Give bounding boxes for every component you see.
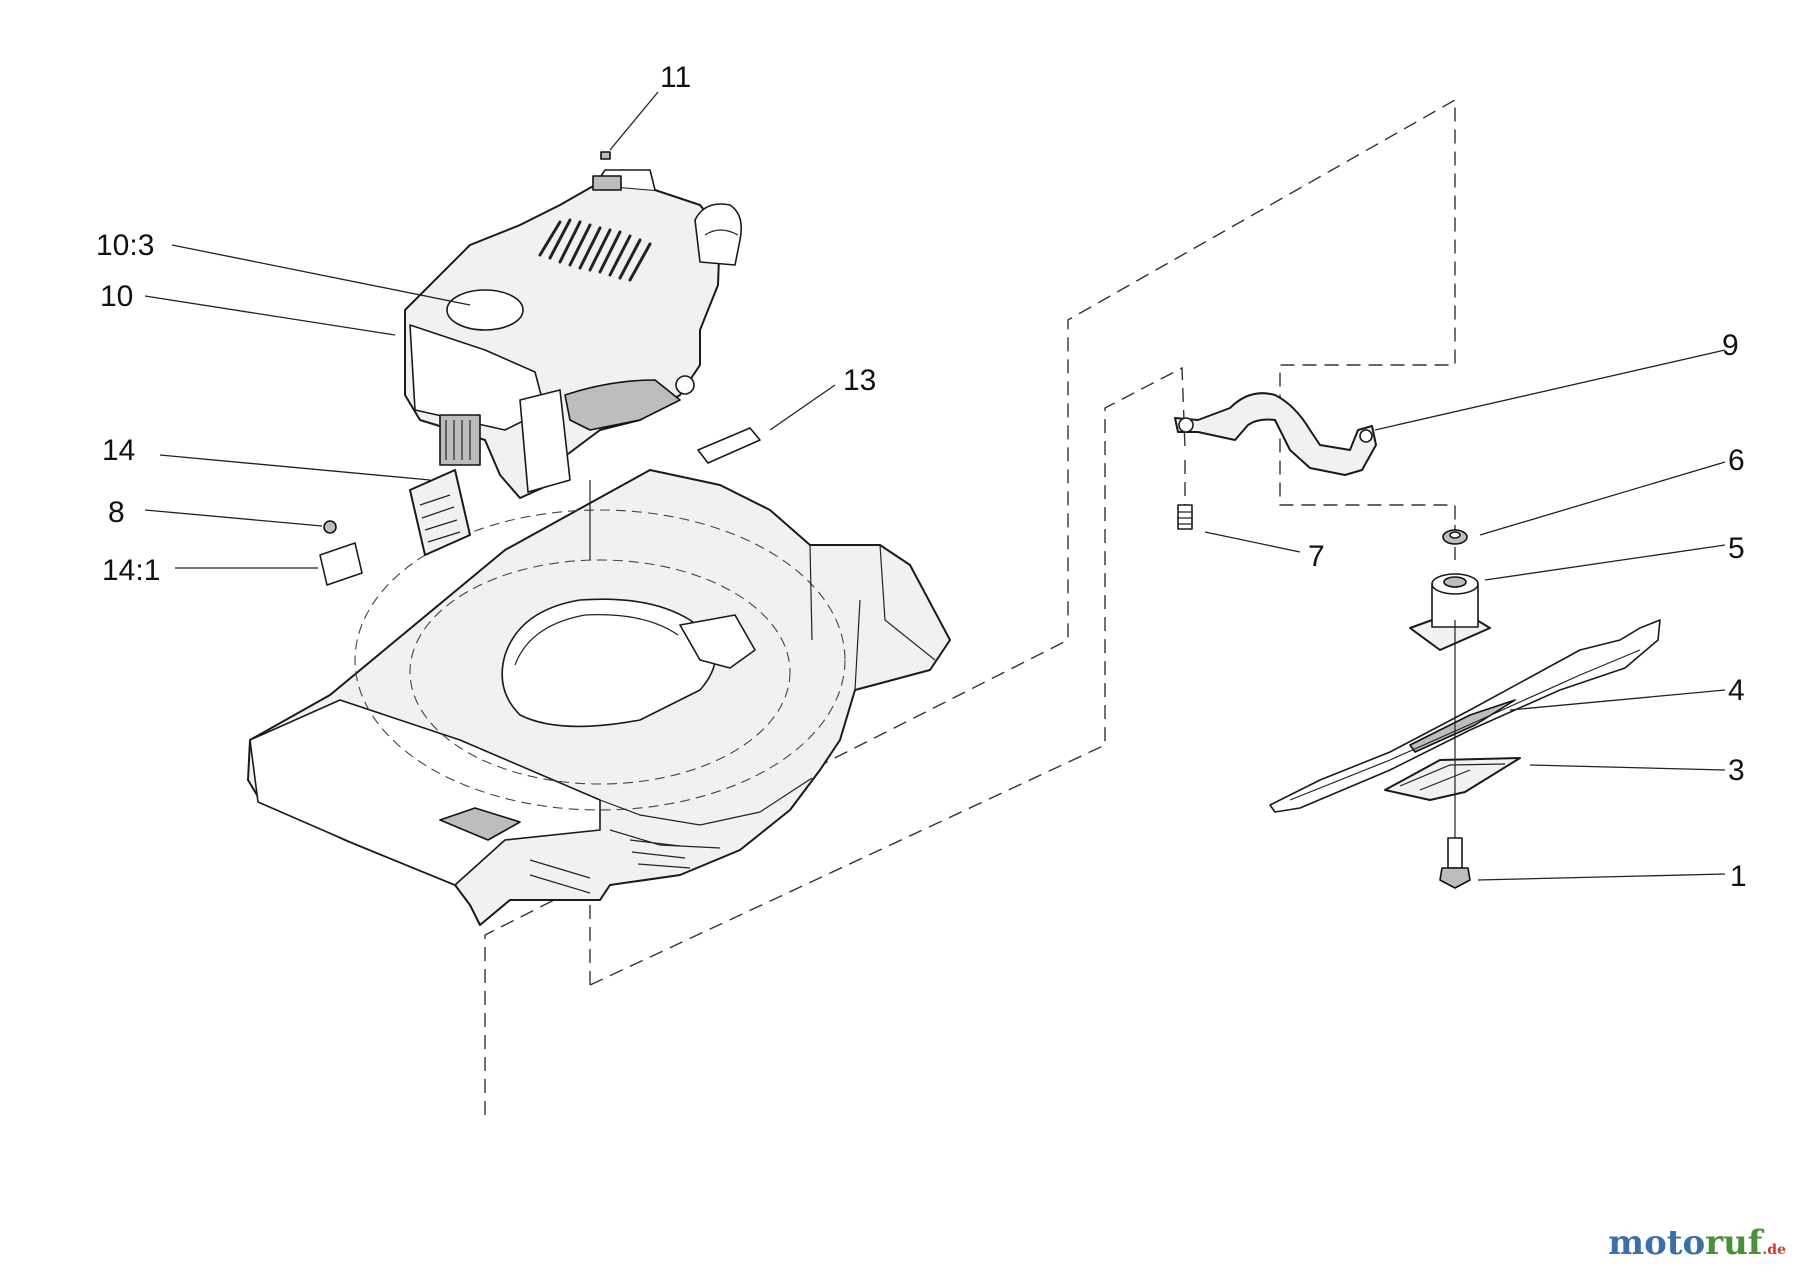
part-14-bracket <box>409 469 471 556</box>
part-6-washer <box>1442 529 1468 545</box>
callout-13: 13 <box>843 364 876 397</box>
callout-4: 4 <box>1728 674 1745 707</box>
part-7-bolt <box>1177 504 1193 530</box>
callout-14-1: 14:1 <box>102 554 160 587</box>
part-11-nut <box>600 151 611 160</box>
callout-5: 5 <box>1728 532 1745 565</box>
part-9-blade-brake-lever <box>1174 392 1377 476</box>
engine <box>404 169 743 560</box>
part-5-blade-adapter <box>1409 573 1491 651</box>
callout-1: 1 <box>1730 860 1747 893</box>
callout-14: 14 <box>102 434 135 467</box>
leader-lines <box>144 91 1726 881</box>
callout-10: 10 <box>100 280 133 313</box>
callout-7: 7 <box>1308 540 1325 573</box>
callout-10-3: 10:3 <box>96 229 154 262</box>
part-3-blade-plate <box>1384 757 1521 801</box>
watermark-part1: moto <box>1608 1223 1706 1263</box>
part-4-blade <box>1269 619 1661 813</box>
callout-6: 6 <box>1728 444 1745 477</box>
callout-9: 9 <box>1722 329 1739 362</box>
callout-labels: 11 10:3 10 13 14 8 14:1 9 6 5 7 4 3 1 <box>96 61 1747 893</box>
engine-cooling-vents <box>538 218 652 282</box>
watermark-part2: ruf <box>1705 1223 1763 1263</box>
callout-11: 11 <box>660 61 691 94</box>
part-8-screw <box>323 520 337 534</box>
part-14-1-label <box>319 542 363 586</box>
callout-3: 3 <box>1728 754 1745 787</box>
watermark-suffix: .de <box>1762 1242 1786 1258</box>
mower-deck <box>247 469 951 926</box>
motoruf-watermark: motoruf.de <box>1608 1223 1786 1263</box>
callout-8: 8 <box>108 496 125 529</box>
part-13-decal <box>697 427 761 464</box>
part-1-blade-bolt <box>1439 837 1471 889</box>
